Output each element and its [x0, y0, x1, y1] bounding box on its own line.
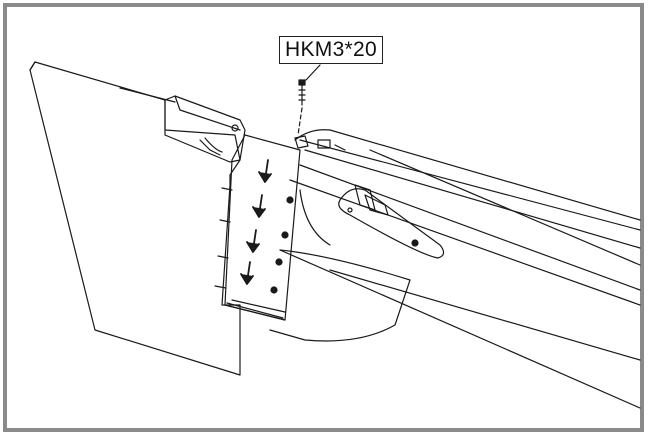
screw-icon	[297, 64, 321, 136]
part-callout-label: HKM3*20	[279, 36, 383, 64]
stabilizer-mount	[338, 184, 445, 259]
down-arrow-icon	[240, 159, 272, 285]
fuselage-boom	[279, 129, 641, 409]
lower-fin	[269, 189, 411, 342]
top-bracket	[294, 135, 346, 151]
rudder-panel	[214, 134, 301, 321]
hinge-block	[164, 95, 246, 163]
